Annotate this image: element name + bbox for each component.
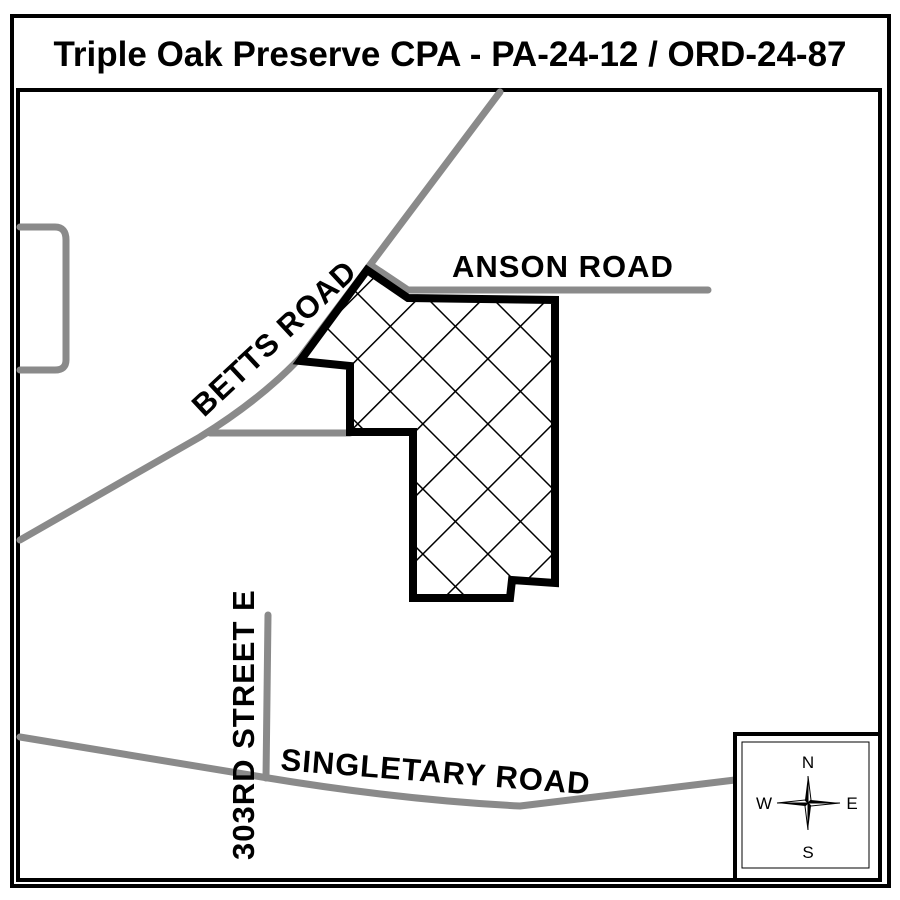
loop-road-line	[16, 223, 70, 374]
anson-road-label: ANSON ROAD	[452, 249, 674, 284]
subject-parcel	[292, 264, 559, 602]
singletary-road-line	[16, 733, 739, 810]
303rd-street-line	[262, 611, 272, 782]
anson-road-line	[368, 262, 712, 294]
roads	[16, 88, 739, 810]
compass-north: N	[802, 753, 814, 772]
map-title: Triple Oak Preserve CPA - PA-24-12 / ORD…	[53, 35, 846, 74]
compass-west: W	[756, 794, 772, 813]
303rd-street-label: 303RD STREET E	[226, 589, 261, 860]
compass-east: E	[846, 794, 857, 813]
compass-south: S	[802, 843, 813, 862]
north-arrow-icon	[776, 775, 841, 831]
compass-rose: N S E W	[733, 732, 882, 882]
